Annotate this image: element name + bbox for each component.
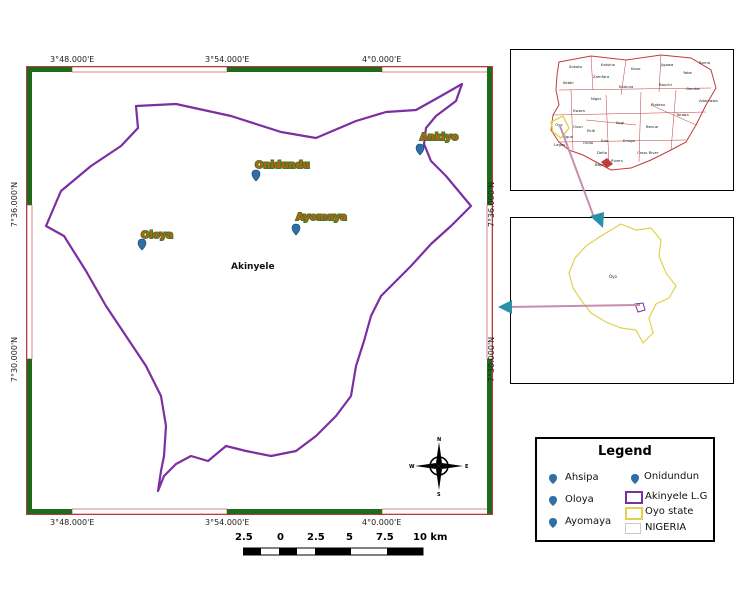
oyo-label: Oyo: [609, 274, 618, 279]
scale-tick-4: 7.5: [376, 532, 394, 543]
akinyele-boundary: [44, 82, 473, 493]
nigeria-state-label: Osun: [573, 124, 583, 129]
nigeria-state-label: Zamfara: [593, 74, 609, 79]
place-ayomaya[interactable]: Ayomaya: [291, 211, 348, 236]
legend-label-akinyele: Akinyele L.G: [645, 491, 708, 502]
nigeria-state-label: Yobe: [683, 70, 693, 75]
nigeria-state-label: Kaduna: [619, 84, 633, 89]
legend-label-ayomaya: Ayomaya: [565, 516, 612, 527]
nigeria-state-label: Jigawa: [660, 62, 673, 67]
scale-bar: 2.5 0 2.5 5 7.5 10 km: [235, 532, 465, 562]
compass-n: N: [437, 437, 441, 443]
scale-tick-3: 5: [346, 532, 353, 543]
grid-label-left-2: 7°30.000'N: [10, 336, 20, 383]
inset-oyo: Oyo: [510, 217, 734, 384]
nigeria-state-label: Oyo: [555, 122, 563, 127]
grid-label-right-2: 7°30.000'N: [487, 336, 497, 383]
legend-label-nigeria: NIGERIA: [645, 522, 687, 533]
nigeria-state-label: Plateau: [651, 102, 666, 107]
place-label-oloya: Oloya: [141, 230, 173, 241]
nigeria-state-label: Cross River: [637, 150, 659, 155]
grid-label-right-1: 7°36.000'N: [487, 181, 497, 228]
map-pin-icon: [137, 238, 147, 251]
nigeria-state-label: Rivers: [611, 158, 623, 163]
compass-e: E: [465, 464, 469, 470]
map-pin-icon: [549, 474, 557, 484]
nigeria-state-label: Edo: [601, 138, 609, 143]
scale-tick-1: 0: [277, 532, 284, 543]
nigeria-state-label: Delta: [597, 150, 607, 155]
legend-title: Legend: [598, 444, 652, 459]
nigeria-state-label: Kogi: [616, 120, 624, 125]
main-map: Ankiyo Onidundu Ayomaya Oloya Akinyele N…: [26, 66, 493, 515]
legend-swatch-nigeria: [625, 523, 641, 534]
grid-label-top-1: 3°48.000'E: [50, 55, 95, 64]
nigeria-state-label: Taraba: [675, 112, 689, 117]
grid-label-top-2: 3°54.000'E: [205, 55, 250, 64]
place-label-onidundu: Onidundu: [255, 160, 310, 171]
compass-icon: N S W E: [409, 437, 469, 496]
compass-w: W: [409, 464, 415, 470]
place-ankiyo[interactable]: Ankiyo: [415, 131, 459, 156]
nigeria-state-label: Kwara: [573, 108, 585, 113]
place-onidundu[interactable]: Onidundu: [251, 159, 311, 182]
nigeria-state-label: Borno: [699, 60, 711, 65]
nigeria-map: Sokoto Katsina Kano Jigawa Yobe Borno Za…: [550, 54, 718, 171]
place-label-ankiyo: Ankiyo: [420, 132, 458, 143]
nigeria-state-label: Kebbi: [563, 80, 574, 85]
legend-swatch-akinyele: [625, 491, 643, 504]
place-markers: Ankiyo Onidundu Ayomaya Oloya Akinyele: [137, 131, 459, 272]
legend-label-oloya: Oloya: [565, 494, 594, 505]
map-pin-icon: [631, 474, 639, 484]
oyo-map: Oyo: [568, 223, 677, 344]
nigeria-state-label: Bayelsa: [595, 162, 610, 167]
place-oloya[interactable]: Oloya: [137, 229, 174, 251]
nigeria-state-label: Ondo: [583, 140, 594, 145]
map-frame-svg: [26, 66, 493, 515]
nigeria-state-label: Gombe: [686, 86, 700, 91]
grid-label-top-3: 4°0.000'E: [362, 55, 402, 64]
nigeria-state-label: Ekiti: [587, 128, 595, 133]
nigeria-state-label: Lagos: [554, 142, 565, 147]
nigeria-state-label: Adamawa: [699, 98, 718, 103]
scale-bar-graphic: [243, 547, 424, 556]
legend: Legend Ahsipa Onidundun Oloya Akinyele L…: [535, 437, 715, 542]
place-label-ayomaya: Ayomaya: [296, 212, 347, 223]
scale-tick-0: 2.5: [235, 532, 253, 543]
grid-label-bottom-1: 3°48.000'E: [50, 518, 95, 527]
map-pin-icon: [549, 518, 557, 528]
nigeria-state-label: Katsina: [601, 62, 615, 67]
nigeria-state-label: Bauchi: [659, 82, 672, 87]
scale-tick-5: 10 km: [413, 532, 448, 543]
nigeria-state-label: Benue: [646, 124, 659, 129]
legend-label-onidundun: Onidundun: [644, 471, 700, 482]
nigeria-state-label: Ogun: [563, 134, 574, 139]
legend-label-oyo: Oyo state: [645, 506, 694, 517]
grid-label-left-1: 7°36.000'N: [10, 181, 20, 228]
nigeria-state-label: Enugu: [623, 138, 636, 143]
map-pin-icon: [415, 143, 425, 156]
nigeria-state-label: Sokoto: [569, 64, 583, 69]
scale-tick-2: 2.5: [307, 532, 325, 543]
legend-label-ahsipa: Ahsipa: [565, 472, 599, 483]
compass-s: S: [437, 492, 441, 496]
map-pin-icon: [549, 496, 557, 506]
grid-label-bottom-2: 3°54.000'E: [205, 518, 250, 527]
nigeria-state-label: Niger: [591, 96, 602, 101]
map-pin-icon: [291, 223, 301, 236]
nigeria-state-label: Kano: [631, 66, 641, 71]
region-label: Akinyele: [231, 262, 275, 272]
inset-nigeria: Sokoto Katsina Kano Jigawa Yobe Borno Za…: [510, 49, 734, 191]
map-pin-icon: [251, 169, 261, 182]
legend-swatch-oyo: [625, 507, 643, 520]
grid-label-bottom-3: 4°0.000'E: [362, 518, 402, 527]
